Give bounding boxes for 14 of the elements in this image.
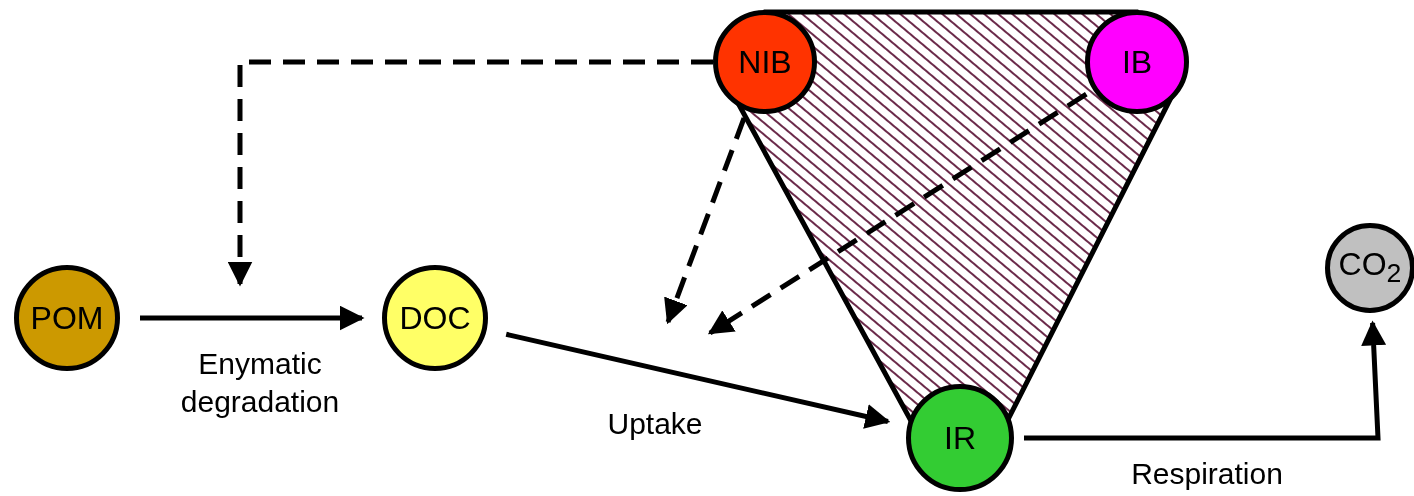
node-label: NIB (738, 46, 792, 78)
dashed-arrow (227, 59, 713, 287)
circle-node (906, 384, 1014, 492)
circle-node (713, 10, 817, 114)
arrow (505, 331, 891, 429)
node-label: IB (1121, 46, 1153, 78)
arrow (140, 305, 365, 331)
dashed-arrow (664, 117, 747, 325)
dashed-arrow (707, 92, 1088, 336)
node-label: IR (944, 422, 976, 454)
node-label: POM (30, 302, 104, 334)
node-label: DOC (399, 302, 471, 334)
node-label: CO$_{2}$ (1338, 248, 1402, 288)
arrow (1024, 320, 1387, 441)
